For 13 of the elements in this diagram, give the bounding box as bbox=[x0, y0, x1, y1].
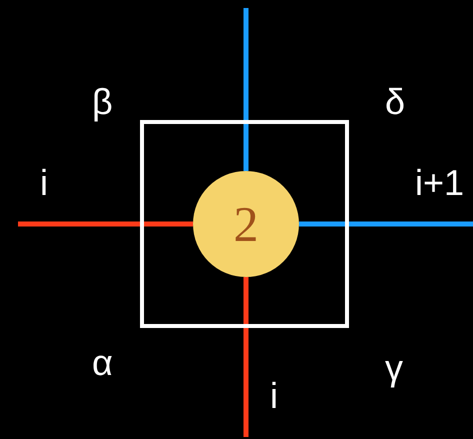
variable-label: γ bbox=[385, 350, 403, 386]
variable-label: i bbox=[270, 378, 278, 414]
circle-node: 2 bbox=[193, 171, 299, 277]
square-outline bbox=[140, 120, 349, 328]
variable-label: i bbox=[40, 165, 48, 201]
variable-label: β bbox=[92, 84, 113, 120]
line bbox=[299, 222, 473, 226]
line bbox=[244, 8, 248, 171]
line bbox=[244, 277, 248, 437]
line bbox=[18, 222, 193, 226]
variable-label: i+1 bbox=[415, 165, 464, 201]
variable-label: α bbox=[92, 345, 113, 381]
variable-label: δ bbox=[385, 84, 406, 120]
